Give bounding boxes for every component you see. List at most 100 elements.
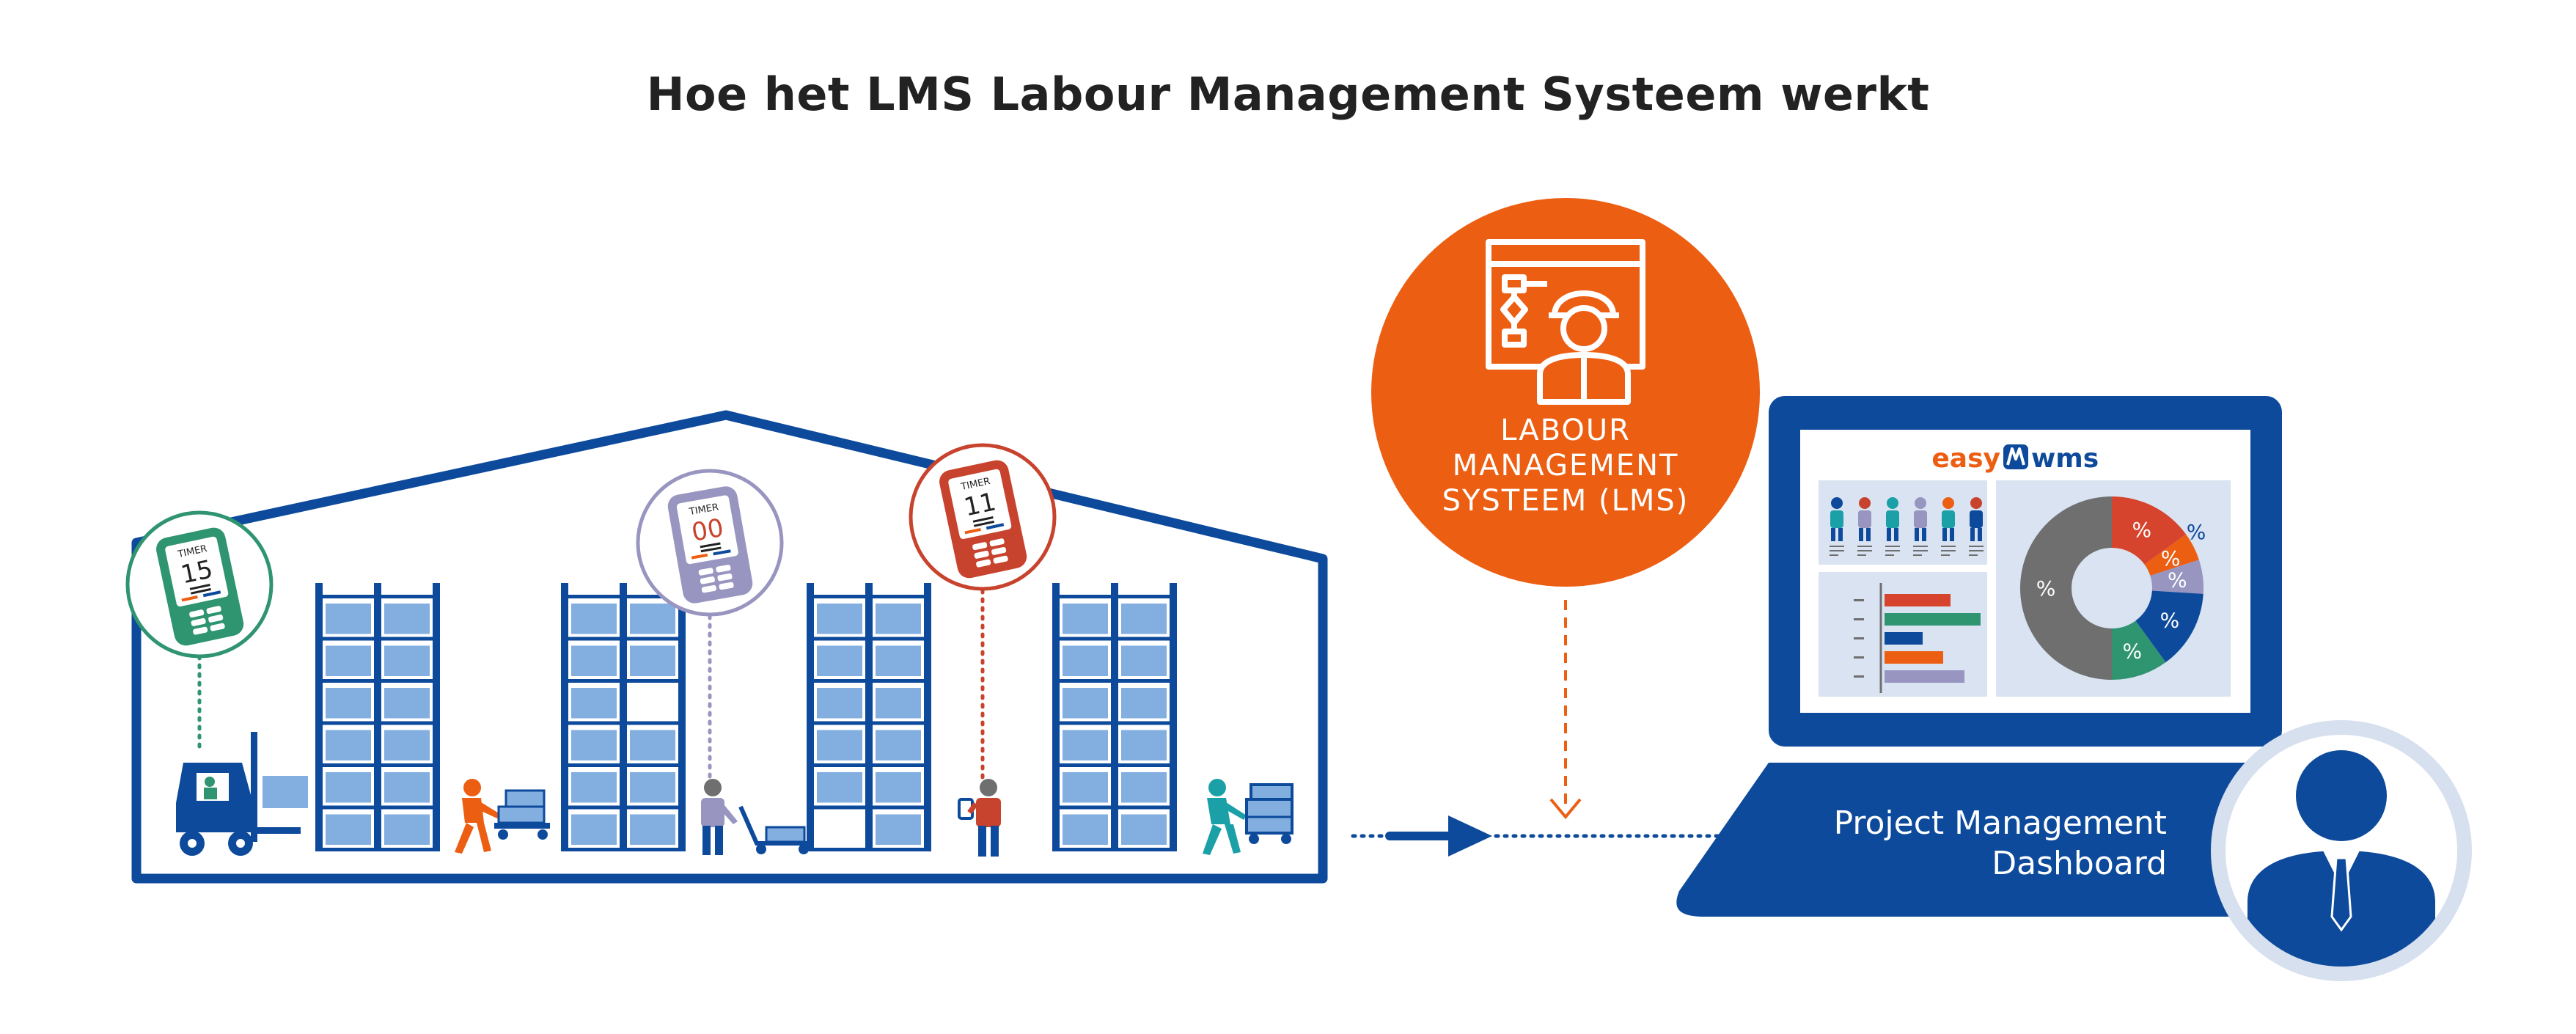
trolley-icon (1245, 783, 1293, 844)
rack-box (630, 604, 675, 634)
easywms-logo: easy wms (1931, 444, 2099, 474)
rack-box (384, 814, 430, 845)
lms-node: LABOUR MANAGEMENT SYSTEEM (LMS) (1371, 198, 1760, 587)
donut-slice (2112, 620, 2166, 680)
rack-box (630, 645, 675, 676)
rack-box (571, 604, 617, 634)
rack-box (1121, 688, 1167, 719)
rack-box (571, 645, 617, 676)
rack-box (817, 604, 862, 634)
bar (1885, 594, 1951, 606)
lms-down-arrow-icon (1549, 798, 1582, 820)
rack-box (1063, 772, 1108, 803)
rack-box (326, 645, 371, 676)
rack-box (1121, 730, 1167, 760)
rack (1052, 583, 1177, 851)
rack-box (1121, 772, 1167, 803)
donut-slice-label: % (2123, 639, 2143, 664)
person-icon (1941, 497, 1956, 556)
rack-box (876, 604, 921, 634)
rack-box (326, 772, 371, 803)
rack-box (1121, 604, 1167, 634)
worker-red-icon (958, 779, 1001, 857)
rack-box (571, 772, 617, 803)
rack-box (876, 688, 921, 719)
donut-slice-label: % (2132, 518, 2152, 542)
storage-racks (315, 583, 1177, 851)
flow-arrow-head (1448, 815, 1492, 857)
rack (807, 583, 931, 851)
dashboard-label-line1: Project Management (1834, 804, 2167, 842)
rack (315, 583, 440, 851)
lms-label-line2: MANAGEMENT (1453, 449, 1679, 483)
rack-box (817, 730, 862, 760)
rack-box (384, 604, 430, 634)
lms-label-line1: LABOUR (1500, 414, 1631, 447)
rack-box (384, 730, 430, 760)
people-panel (1819, 480, 1987, 565)
brand-left: easy (1931, 444, 2000, 474)
donut-slice (2150, 560, 2204, 594)
worker-dashboard-icon (1486, 239, 1645, 405)
rack-box (876, 814, 921, 845)
worker-orange-icon (455, 779, 500, 854)
rack-box (817, 645, 862, 676)
donut-slice (2020, 496, 2112, 680)
bar (1885, 670, 1964, 683)
person-icon (1885, 497, 1900, 556)
rack-box (630, 730, 675, 760)
avatar-head (2296, 750, 2387, 841)
donut-slice-label: % (2161, 546, 2181, 571)
rack-box (876, 730, 921, 760)
rack-box (876, 772, 921, 803)
bar-chart (1854, 583, 1981, 693)
rack-box (384, 688, 430, 719)
rack-box (571, 814, 617, 845)
rack-box (1063, 688, 1108, 719)
donut-slice (2135, 590, 2203, 663)
person-icon (1830, 497, 1844, 556)
donut-slice (2112, 496, 2187, 565)
rack-box (326, 814, 371, 845)
person-icon (1857, 497, 1872, 556)
laptop-base (1676, 763, 2346, 917)
rack-box (384, 645, 430, 676)
brand-right: wms (2031, 444, 2099, 474)
warehouse-illustration (131, 410, 1328, 884)
rack-box (1063, 814, 1108, 845)
donut-slice-label: % (2160, 608, 2180, 632)
rack-box (1063, 730, 1108, 760)
donut-outer-label: % (2187, 520, 2206, 544)
hand-truck-icon (738, 805, 810, 854)
donut-slice-label: % (2036, 576, 2056, 601)
worker-teal-icon (1203, 779, 1247, 855)
rack-box (630, 772, 675, 803)
flow-connector (1351, 600, 1758, 857)
people-icons (1830, 497, 1984, 556)
donut-slice-label: % (2168, 568, 2187, 593)
forklift-icon (176, 732, 308, 856)
rack-box (384, 772, 430, 803)
donut-chart: %%%%%%% (2020, 496, 2206, 680)
page-title: Hoe het LMS Labour Management Systeem we… (646, 67, 1930, 121)
laptop-dashboard: easy wms %%%%%%% Project Management Dash… (1676, 396, 2346, 917)
rack-box (817, 688, 862, 719)
rack-box (876, 645, 921, 676)
rack-box (817, 772, 862, 803)
rack-box (1121, 814, 1167, 845)
manager-avatar (2211, 720, 2472, 981)
lms-label-line3: SYSTEEM (LMS) (1442, 484, 1689, 518)
person-icon (1913, 497, 1928, 556)
bar (1885, 613, 1981, 626)
rack-box (326, 730, 371, 760)
rack-box (1063, 604, 1108, 634)
donut-slice (2144, 534, 2199, 576)
rack-box (326, 604, 371, 634)
timer-value: 00 (689, 513, 726, 548)
rack (561, 583, 686, 851)
person-icon (1969, 497, 1984, 556)
